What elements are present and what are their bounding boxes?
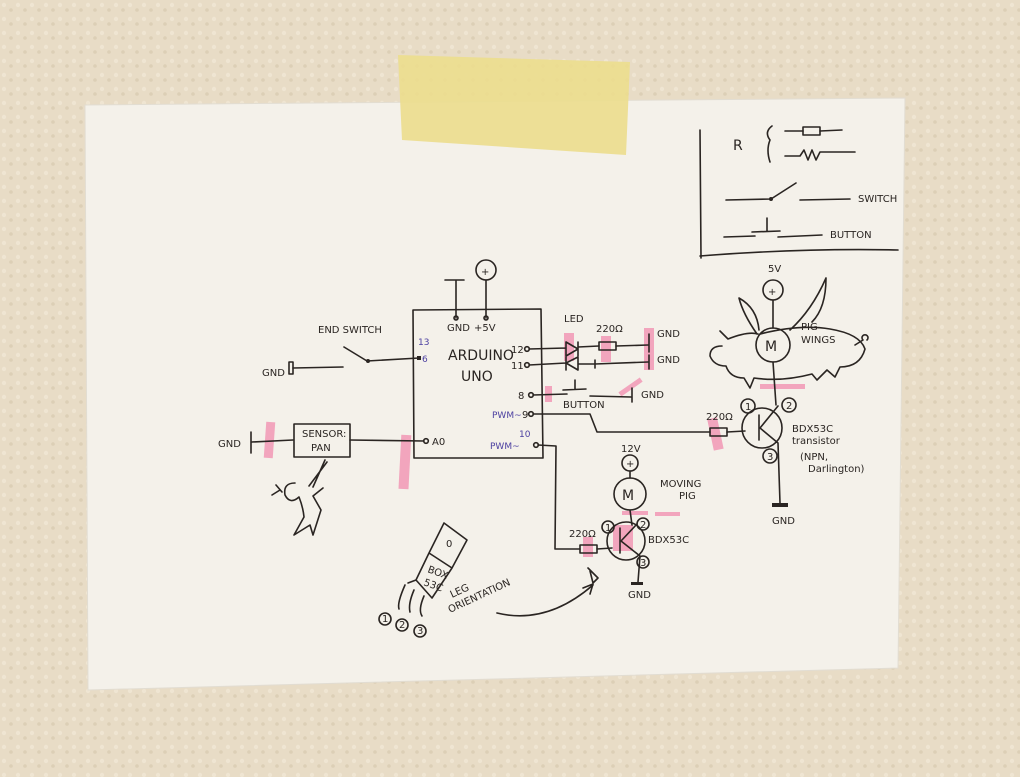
moving-pig-leg-2: 2	[640, 520, 646, 531]
transistor-word: transistor	[792, 436, 841, 447]
moving-pig-12v-label: 12V	[621, 444, 641, 455]
button-label: BUTTON	[563, 400, 605, 411]
plus-5v-symbol: +	[481, 267, 489, 278]
wings-label: WINGS	[801, 335, 835, 346]
pin-8-label: 8	[518, 391, 524, 402]
led-gnd-1-label: GND	[657, 329, 680, 340]
pin-9-label: 9	[522, 410, 528, 421]
pin-6-label: 6	[422, 355, 428, 365]
led-resistor-label: 220Ω	[596, 324, 623, 335]
led-circuits: LED 220Ω GND GND	[528, 314, 680, 371]
moving-label: MOVING	[660, 479, 701, 490]
pig-wings-leg-3: 3	[767, 452, 773, 463]
masking-tape	[398, 55, 630, 155]
pin-12-label: 12	[511, 345, 524, 356]
darlington-label: Darlington)	[808, 464, 865, 475]
end-switch-label: END SWITCH	[318, 325, 382, 336]
sensor-gnd-label: GND	[218, 439, 241, 450]
moving-pig-plus-symbol: +	[626, 459, 634, 470]
pig-wings-gnd-label: GND	[772, 516, 795, 527]
pan-sensor-circuit: GND SENSOR: PAN	[218, 423, 425, 536]
moving-pig-motor-label: M	[622, 488, 634, 504]
arduino-label: ARDUINO	[448, 348, 514, 364]
pig-wings-plus-symbol: +	[768, 287, 776, 298]
moving-pig-leg-3: 3	[640, 558, 646, 569]
moving-pig-label: PIG	[679, 491, 696, 502]
end-switch-gnd-label: GND	[262, 368, 285, 379]
symbol-legend: R SWITCH BUTTON	[699, 125, 899, 259]
moving-pig-leg-1: 1	[605, 523, 611, 534]
pin-11-label: 11	[511, 361, 524, 372]
led-gnd-2-label: GND	[657, 355, 680, 366]
sensor-label: SENSOR:	[302, 429, 346, 440]
pig-wings-leg-1: 1	[745, 402, 751, 413]
pin-13-label: 13	[418, 338, 429, 348]
pwm-9-label: PWM~	[492, 411, 522, 421]
legend-button-label: BUTTON	[830, 230, 872, 241]
moving-pig-circuit: 220Ω 12V + M MOVING PIG 1 2 3 BDX53C GND	[537, 444, 701, 601]
pig-wings-resistor-label: 220Ω	[706, 412, 733, 423]
pwm-10-label: PWM~	[490, 442, 520, 452]
arduino-uno-block: + GND +5V ARDUINO UNO 13 6 12 11 8 PWM~ …	[412, 259, 544, 459]
moving-pig-gnd-label: GND	[628, 590, 651, 601]
package-leg-1: 1	[382, 614, 388, 625]
button-gnd-label: GND	[641, 390, 664, 401]
end-switch-circuit: END SWITCH GND	[262, 325, 420, 379]
5v-pin-label: +5V	[474, 323, 496, 334]
pig-wings-motor-label: M	[765, 339, 777, 355]
arrow-icon	[496, 567, 599, 617]
package-hole: 0	[446, 539, 452, 550]
doodle-figure	[271, 459, 328, 536]
pan-label: PAN	[311, 443, 331, 454]
pig-doodle	[709, 277, 869, 389]
gnd-pin-label: GND	[447, 323, 470, 334]
pig-wings-5v-label: 5V	[768, 264, 781, 275]
button-circuit: BUTTON GND	[532, 379, 664, 411]
moving-pig-resistor-label: 220Ω	[569, 529, 596, 540]
paper-sheet	[84, 97, 906, 691]
package-leg-3: 3	[417, 626, 423, 637]
uno-label: UNO	[461, 369, 493, 385]
pin-a0-label: A0	[432, 437, 445, 448]
moving-pig-transistor-label: BDX53C	[648, 535, 689, 546]
pig-wings-circuit: 220Ω 5V + M PIG WINGS 1 2 3 BDX53C trans…	[532, 264, 869, 527]
pig-label: PIG	[801, 322, 818, 333]
legend-resistor-label: R	[733, 138, 743, 154]
pig-wings-transistor-label: BDX53C	[792, 424, 833, 435]
pig-wings-leg-2: 2	[786, 401, 792, 412]
led-label: LED	[564, 314, 584, 325]
legend-switch-label: SWITCH	[858, 194, 897, 205]
pin-10-label: 10	[519, 430, 531, 440]
npn-label: (NPN,	[800, 452, 828, 463]
package-leg-2: 2	[399, 620, 405, 631]
